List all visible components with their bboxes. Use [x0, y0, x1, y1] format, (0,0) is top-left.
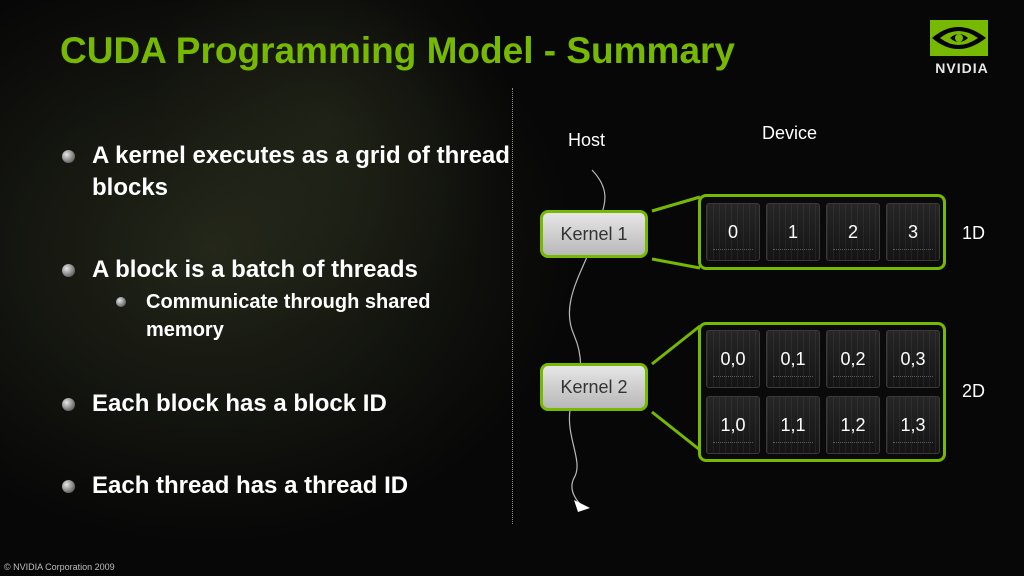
- bullet-dot-icon: [62, 480, 75, 493]
- block-id: 1,0: [720, 415, 746, 435]
- thread-row: [893, 249, 933, 254]
- thread-row: [713, 442, 753, 447]
- bullet-list: A kernel executes as a grid of thread bl…: [62, 140, 512, 502]
- bullet-text: Each block has a block ID: [92, 390, 387, 417]
- dim-label-2d: 2D: [962, 381, 986, 401]
- device-label: Device: [762, 123, 818, 143]
- block-id: 1: [787, 222, 798, 242]
- bullet-dot-icon: [62, 264, 75, 277]
- thread-row: [773, 376, 813, 381]
- arrow-head-icon: [574, 500, 590, 512]
- block-id: 0: [727, 222, 738, 242]
- thread-row: [773, 249, 813, 254]
- connector-line: [651, 410, 701, 452]
- copyright-footer: © NVIDIA Corporation 2009: [4, 562, 115, 572]
- thread-row: [713, 249, 753, 254]
- block-id: 0,2: [840, 349, 866, 369]
- thread-row: [713, 376, 753, 381]
- thread-row: [833, 442, 873, 447]
- block: 1: [766, 203, 820, 261]
- block: 0,3: [886, 330, 940, 388]
- kernel-1-box: Kernel 1: [540, 210, 648, 258]
- thread-row: [833, 376, 873, 381]
- thread-row: [893, 376, 933, 381]
- bullet-text: Each thread has a thread ID: [92, 472, 409, 499]
- bullet-dot-icon: [62, 150, 75, 163]
- block: 2: [826, 203, 880, 261]
- sub-bullet-text: Communicate through shared memory: [146, 291, 431, 341]
- thread-row: [833, 249, 873, 254]
- host-label: Host: [568, 130, 606, 150]
- connector-line: [651, 324, 701, 366]
- grid-1d: 0 1 2 3: [698, 194, 946, 270]
- connector-line: [651, 195, 701, 213]
- block: 0: [706, 203, 760, 261]
- bullet-item: Each thread has a thread ID: [62, 470, 512, 502]
- nvidia-eye-icon: [930, 20, 988, 56]
- bullet-text: A kernel executes as a grid of thread bl…: [92, 142, 510, 201]
- block-id: 1,3: [900, 415, 926, 435]
- block-id: 0,0: [720, 349, 746, 369]
- block-id: 0,1: [780, 349, 806, 369]
- block: 1,2: [826, 396, 880, 454]
- bullet-dot-icon: [116, 297, 126, 307]
- bullet-item: A kernel executes as a grid of thread bl…: [62, 140, 512, 204]
- dim-label-1d: 1D: [962, 223, 986, 243]
- kernel-2-box: Kernel 2: [540, 363, 648, 411]
- block: 1,0: [706, 396, 760, 454]
- block: 1,1: [766, 396, 820, 454]
- sub-bullet-item: Communicate through shared memory: [62, 288, 506, 344]
- nvidia-logo: NVIDIA: [918, 18, 1006, 80]
- block: 1,3: [886, 396, 940, 454]
- bullet-text: A block is a batch of threads: [92, 256, 418, 283]
- block-id: 1,1: [780, 415, 806, 435]
- block-id: 0,3: [900, 349, 926, 369]
- block: 0,2: [826, 330, 880, 388]
- grid-2d: 0,0 0,1 0,2 0,3 1,0 1,1 1,2 1,3: [698, 322, 946, 462]
- block: 3: [886, 203, 940, 261]
- slide-title: CUDA Programming Model - Summary: [60, 30, 735, 71]
- column-divider: [512, 88, 513, 524]
- bullet-dot-icon: [62, 398, 75, 411]
- connector-line: [651, 257, 701, 270]
- block-id: 3: [907, 222, 918, 242]
- bullet-item: A block is a batch of threads: [62, 254, 512, 286]
- block: 0,1: [766, 330, 820, 388]
- block-id: 2: [847, 222, 858, 242]
- block-id: 1,2: [840, 415, 866, 435]
- thread-row: [773, 442, 813, 447]
- bullet-item: Each block has a block ID: [62, 388, 512, 420]
- logo-wordmark: NVIDIA: [935, 60, 989, 76]
- thread-row: [893, 442, 933, 447]
- block: 0,0: [706, 330, 760, 388]
